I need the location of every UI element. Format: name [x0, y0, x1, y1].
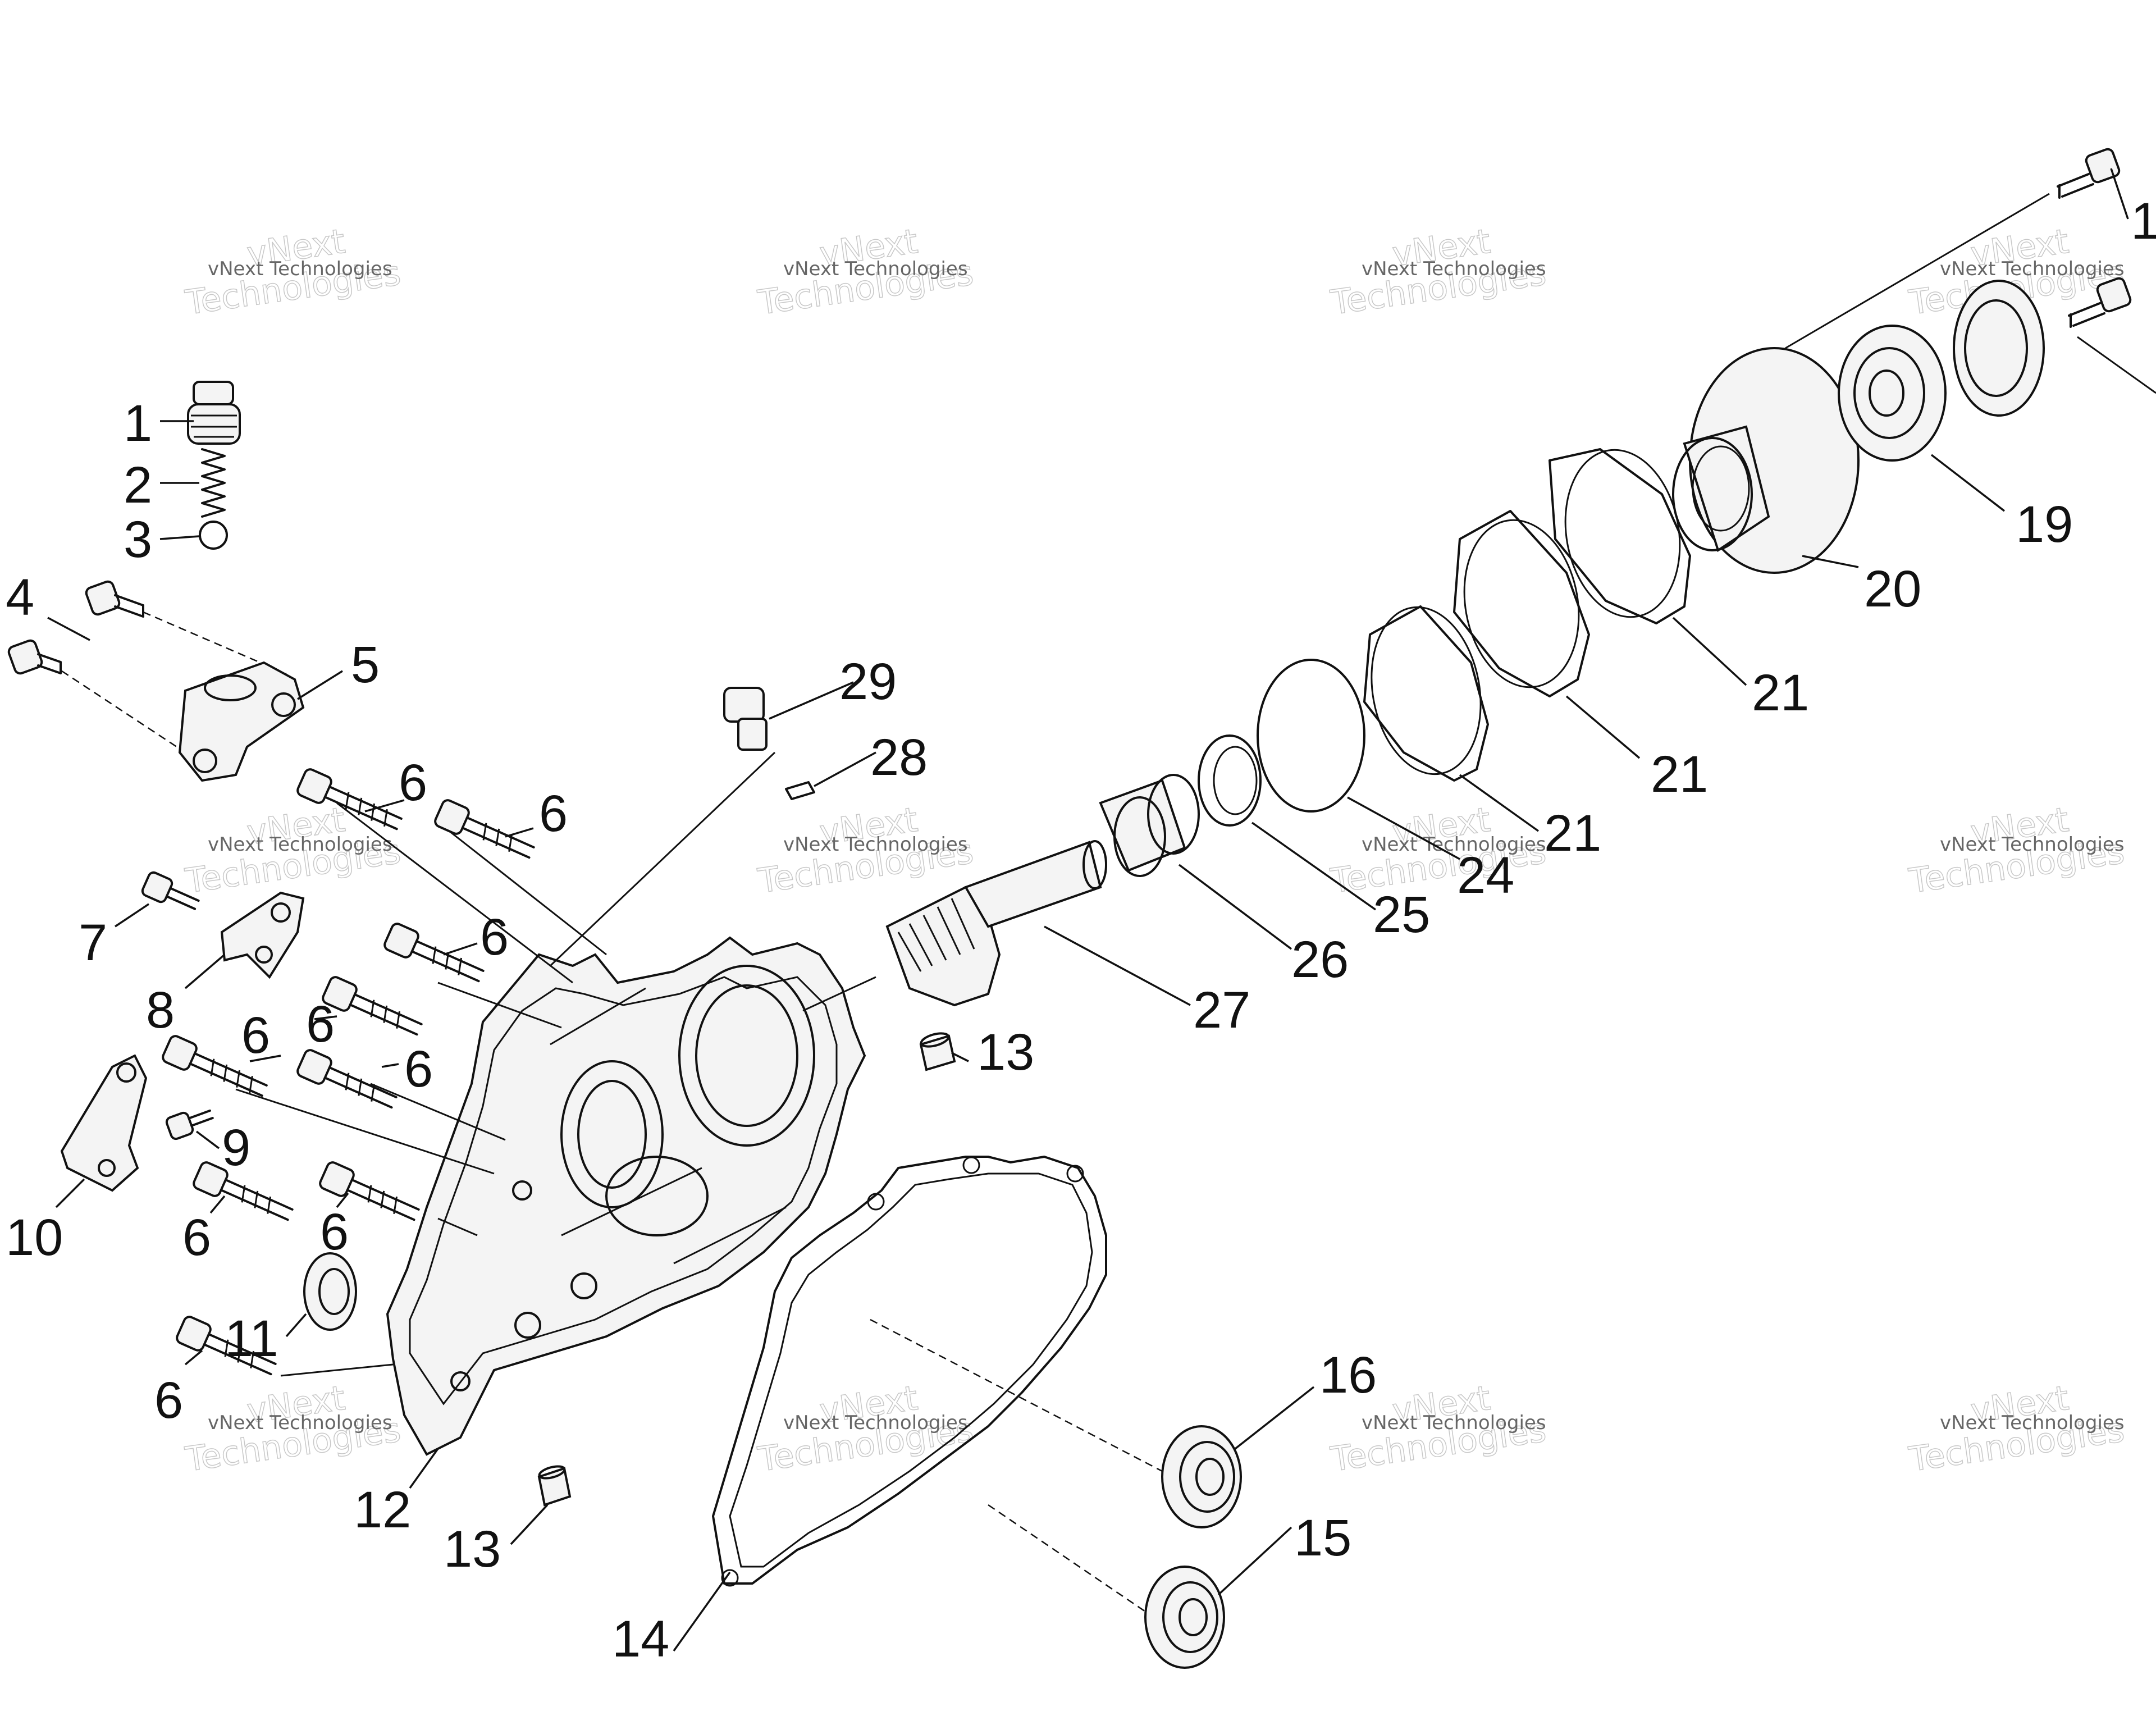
callout-1: 1 [124, 395, 152, 452]
part-29-drain-bolt [723, 687, 768, 751]
callout-6: 6 [539, 785, 568, 842]
callout-28: 28 [870, 729, 928, 786]
callout-16: 16 [1319, 1347, 1377, 1404]
part-25-shim [1198, 734, 1262, 827]
watermark-text: vNext Technologies [1940, 1412, 2125, 1434]
part-1-plug-bolt [187, 381, 241, 445]
callout-6: 6 [480, 909, 509, 966]
part-1-upper-bolts [2057, 148, 2132, 328]
callout-19: 19 [2016, 496, 2073, 553]
part-20-bearing-housing [1672, 347, 1860, 574]
callout-6: 6 [154, 1372, 183, 1429]
callout-20: 20 [1864, 560, 1921, 618]
callout-14: 14 [612, 1610, 669, 1668]
part-16-bearing [1161, 1425, 1242, 1528]
part-2-spring [201, 448, 226, 518]
callout-26: 26 [1291, 931, 1349, 988]
watermark-text: vNext Technologies [1940, 833, 2125, 856]
callout-12: 12 [354, 1481, 411, 1539]
part-4-bolts [7, 580, 144, 675]
part-6-bolts [162, 768, 535, 1376]
callout-10: 10 [6, 1209, 63, 1266]
part-27-bevel-gear-shaft [885, 840, 1107, 1007]
callout-6: 6 [399, 754, 427, 811]
watermark-text: vNext Technologies [1362, 258, 1546, 280]
callout-6: 6 [241, 1007, 270, 1064]
part-3-ball [199, 521, 228, 550]
part-21-gaskets [1363, 448, 1691, 782]
part-18-seal [1953, 280, 2045, 417]
callout-9: 9 [222, 1119, 250, 1176]
callout-13: 13 [444, 1521, 501, 1578]
watermark-text: vNext Technologies [1362, 1412, 1546, 1434]
leader-lines [47, 168, 2129, 1652]
callout-1: 1 [2131, 193, 2156, 250]
watermark-text: vNext Technologies [208, 1412, 392, 1434]
callout-25: 25 [1373, 886, 1430, 943]
part-11-oil-seal [303, 1252, 357, 1331]
callout-29: 29 [839, 653, 897, 710]
callout-15: 15 [1294, 1509, 1351, 1567]
part-7-bolt [141, 871, 200, 910]
watermark-text: vNext Technologies [783, 258, 968, 280]
part-5-bracket [178, 661, 305, 782]
callout-6: 6 [182, 1209, 211, 1266]
part-24-o-ring [1257, 659, 1365, 813]
callout-21: 21 [1752, 664, 1809, 722]
callout-7: 7 [79, 914, 107, 971]
part-12-gear-case [386, 936, 866, 1456]
callout-13: 13 [977, 1024, 1034, 1081]
callout-2: 2 [124, 457, 152, 514]
watermark-text: vNext Technologies [208, 833, 392, 856]
watermark-text: vNext Technologies [208, 258, 392, 280]
part-19-bearing [1838, 325, 1947, 462]
callout-6: 6 [404, 1041, 433, 1098]
callout-21: 21 [1651, 746, 1708, 803]
watermark-text: vNext Technologies [1362, 833, 1546, 856]
callout-24: 24 [1457, 847, 1514, 904]
watermark-text: vNext Technologies [783, 833, 968, 856]
callout-6: 6 [306, 996, 335, 1053]
callout-21: 21 [1544, 805, 1601, 862]
part-26-needle-bearing [1099, 774, 1200, 877]
callout-8: 8 [146, 982, 175, 1039]
part-8-plate [220, 891, 305, 979]
part-10-lever-bracket [60, 1054, 148, 1192]
watermark-text: vNext Technologies [1940, 258, 2125, 280]
part-9-bolt [165, 1109, 214, 1140]
callout-6: 6 [320, 1203, 349, 1261]
part-13-dowel-pins [537, 1032, 956, 1507]
callout-27: 27 [1193, 982, 1250, 1039]
callout-5: 5 [351, 636, 380, 693]
callout-11: 11 [225, 1310, 278, 1367]
watermark-text: vNext Technologies [783, 1412, 968, 1434]
part-15-bearing [1144, 1566, 1225, 1669]
callout-3: 3 [124, 511, 152, 568]
part-14-gasket [712, 1156, 1107, 1587]
callout-4: 4 [6, 569, 34, 626]
part-28-washer [785, 781, 815, 800]
callouts: 1 2 3 4 5 6 6 6 6 6 6 6 6 6 7 8 9 10 11 … [6, 193, 2156, 1668]
